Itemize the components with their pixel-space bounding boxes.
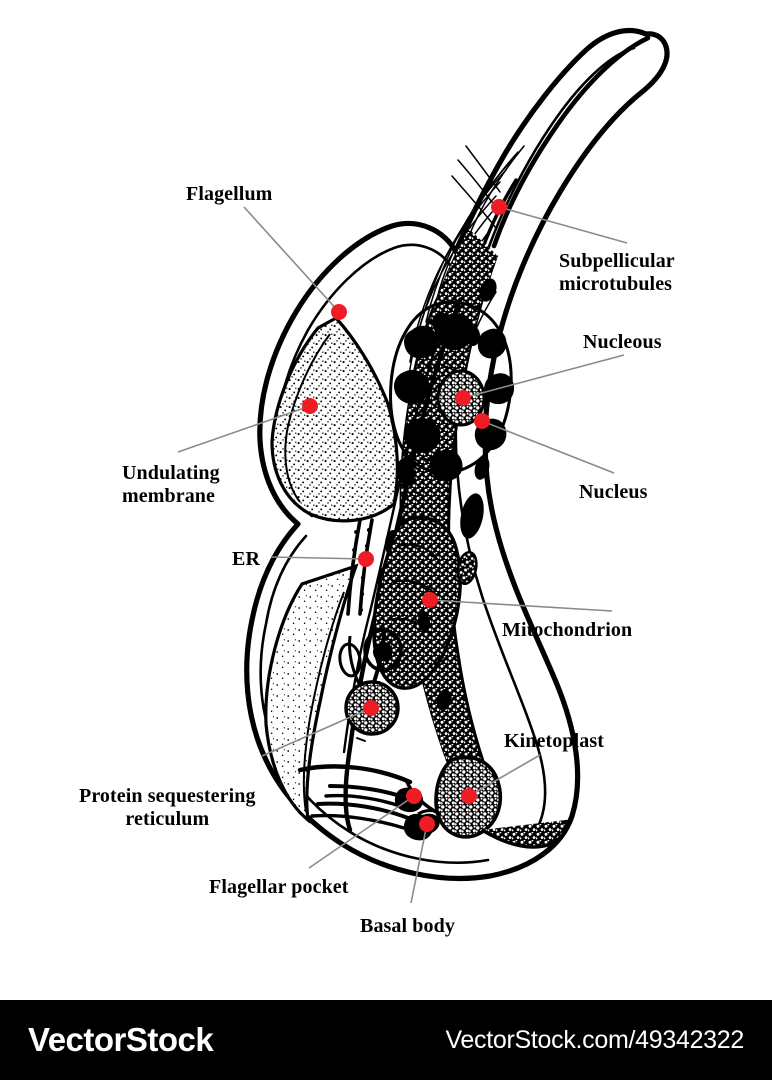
vectorstock-brand-logo: VectorStock	[28, 1021, 214, 1058]
leader-line-kinetoplast	[468, 754, 541, 797]
label-nucleolus: Nucleous	[583, 331, 662, 354]
marker-dot-subpellicular-microtubules[interactable]	[491, 199, 507, 215]
label-line: Flagellar pocket	[209, 876, 349, 898]
vectorstock-url: VectorStock.com/49342322	[445, 1025, 744, 1054]
marker-dots-group	[302, 199, 507, 832]
leader-line-flagellum	[243, 206, 340, 313]
protein-sequestering-reticulum	[344, 628, 403, 736]
label-flagellum: Flagellum	[186, 183, 272, 206]
marker-dot-flagellar-pocket[interactable]	[406, 788, 422, 804]
label-flagellar-pocket: Flagellar pocket	[209, 876, 349, 899]
label-nucleus: Nucleus	[579, 481, 647, 504]
vesicle	[363, 628, 403, 672]
marker-dot-kinetoplast[interactable]	[461, 788, 477, 804]
cell-outer-membrane	[244, 27, 670, 881]
cytoplasmic-vesicles	[338, 278, 497, 711]
label-line: Protein sequestering	[79, 785, 256, 807]
mitochondrion-profile	[456, 550, 478, 586]
leader-line-flagellar-pocket	[308, 795, 415, 869]
marker-dot-mitochondrion[interactable]	[422, 592, 438, 608]
label-line: membrane	[122, 485, 215, 507]
nucleus	[389, 300, 515, 481]
marker-dot-protein-sequestering-reticulum[interactable]	[363, 700, 379, 716]
label-line: Basal body	[360, 915, 455, 937]
label-line: Undulating	[122, 462, 220, 484]
leader-line-undulating-membrane	[177, 405, 311, 453]
label-er: ER	[232, 548, 260, 571]
leader-line-er	[270, 556, 367, 560]
marker-dot-nucleus[interactable]	[474, 413, 490, 429]
label-line: Nucleous	[583, 331, 662, 353]
label-line: reticulum	[125, 808, 210, 830]
watermark-footer-bar: VectorStock VectorStock.com/49342322	[0, 1000, 772, 1080]
marker-dot-undulating-membrane[interactable]	[302, 398, 318, 414]
label-line: microtubules	[559, 273, 673, 295]
leader-line-nucleolus	[462, 354, 625, 399]
label-line: Nucleus	[579, 481, 648, 503]
label-mitochondrion: Mitochondrion	[502, 619, 632, 642]
marker-dot-flagellum[interactable]	[331, 304, 347, 320]
leader-line-protein-sequestering-reticulum	[261, 707, 372, 757]
marker-dot-basal-body[interactable]	[419, 816, 435, 832]
label-line: Kinetoplast	[504, 730, 604, 752]
leader-line-subpellicular-microtubules	[498, 206, 628, 244]
chromatin-blobs	[394, 313, 515, 481]
label-basal-body: Basal body	[360, 915, 455, 938]
label-line: Mitochondrion	[502, 619, 633, 641]
label-line: Subpellicular	[559, 250, 675, 272]
nuclear-granule	[432, 312, 450, 334]
leader-line-basal-body	[410, 823, 428, 904]
marker-dot-nucleolus[interactable]	[455, 390, 471, 406]
leader-line-nucleus	[481, 420, 615, 474]
mitochondrion-profile	[460, 493, 484, 539]
undulating-membrane-lower	[264, 563, 359, 824]
leader-lines-group	[177, 206, 628, 904]
label-line: Flagellum	[186, 183, 273, 205]
label-line: ER	[232, 548, 260, 570]
marker-dot-er[interactable]	[358, 551, 374, 567]
nuclear-granule	[466, 326, 480, 346]
trypanosome-cell-diagram	[177, 27, 670, 904]
label-kinetoplast: Kinetoplast	[504, 730, 604, 753]
undulating-membrane-upper	[270, 315, 399, 523]
leader-line-mitochondrion	[429, 599, 613, 612]
